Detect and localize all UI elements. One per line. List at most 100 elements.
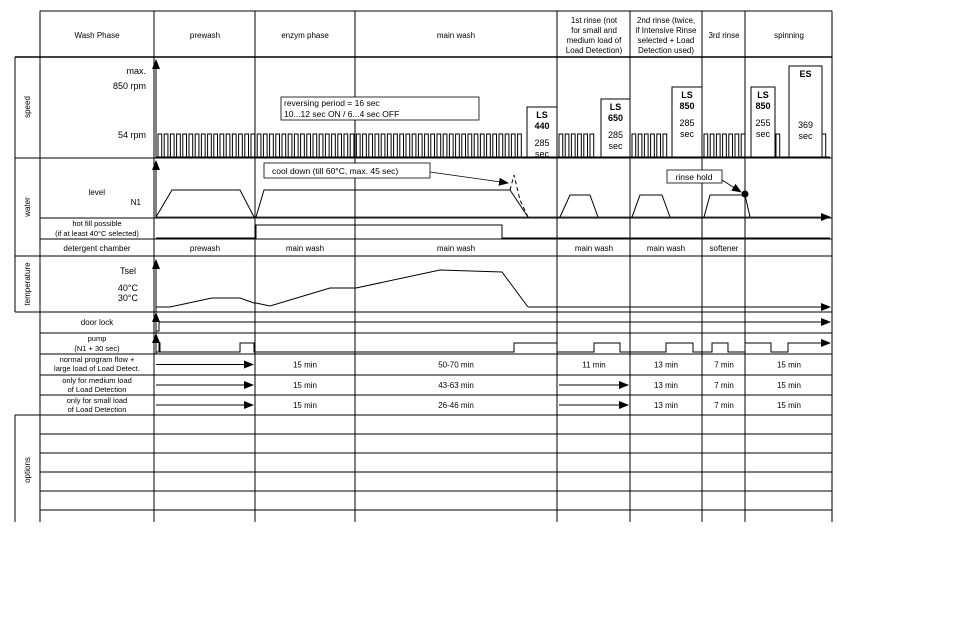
spin-box-text: LS	[536, 110, 548, 120]
phase-title-label: Wash Phase	[74, 31, 120, 40]
phase-title-rinse2: Detection used)	[638, 46, 694, 55]
water-fill-rinse1	[559, 194, 599, 218]
spin-box-ls850b	[750, 86, 776, 158]
detergent-value: main wash	[575, 244, 613, 253]
detergent-value: main wash	[286, 244, 324, 253]
spin-box-text: ES	[799, 69, 811, 79]
reversing-note-line1: reversing period = 16 sec	[284, 98, 380, 108]
spin-box-text: 255	[755, 118, 770, 128]
water-fill-rinse2	[631, 194, 671, 218]
water-n1-label: N1	[131, 198, 142, 207]
water-section: level N1 cool down (till 60°C, max. 45 s…	[55, 160, 831, 239]
temp-40c-label: 40°C	[118, 283, 139, 293]
pump-row: pump (N1 + 30 sec)	[74, 333, 831, 354]
detergent-label: detergent chamber	[63, 244, 130, 253]
spin-box-text: 850	[679, 101, 694, 111]
detergent-value: main wash	[437, 244, 475, 253]
section-label-speed: speed	[23, 96, 32, 118]
duration-rows: normal program flow +large load of Load …	[54, 355, 801, 414]
detergent-value: main wash	[647, 244, 685, 253]
reversing-note-line2: 10...12 sec ON / 6...4 sec OFF	[284, 109, 399, 119]
spin-box-text: 369	[798, 120, 813, 130]
temperature-section: Tsel 40°C 30°C	[118, 259, 831, 312]
duration-value: 15 min	[777, 381, 801, 390]
phase-title-rinse1: medium load of	[567, 36, 622, 45]
spin-box-text: sec	[798, 131, 813, 141]
phase-title-rinse2: 2nd rinse (twice,	[637, 16, 695, 25]
cooldown-note-box	[263, 162, 431, 179]
duration-value: 7 min	[714, 381, 734, 390]
duration-row-label: large load of Load Detect.	[54, 364, 140, 373]
speed-850rpm-label: 850 rpm	[113, 81, 146, 91]
speed-section: max. 850 rpm 54 rpm reversing period = 1…	[113, 59, 830, 159]
reversing-note-box	[280, 96, 480, 121]
pump-label-line2: (N1 + 30 sec)	[74, 344, 120, 353]
duration-row-label: of Load Detection	[68, 385, 127, 394]
duration-value: 13 min	[654, 381, 678, 390]
water-cooldown-dashed	[509, 174, 529, 218]
water-level-label: level	[89, 188, 106, 197]
pump-signal	[156, 339, 831, 353]
speed-max-label: max.	[126, 66, 146, 76]
hot-fill-label-line1: hot fill possible	[72, 219, 121, 228]
spin-box-text: sec	[680, 129, 695, 139]
spin-box-text: sec	[756, 129, 771, 139]
water-fill-prewash	[155, 189, 255, 218]
duration-value: 11 min	[582, 361, 605, 370]
cooldown-note: cool down (till 60°C, max. 45 sec)	[272, 166, 398, 176]
duration-value: 15 min	[293, 361, 317, 370]
table-grid	[14, 10, 833, 522]
spin-box-ls650	[600, 98, 631, 158]
reversing-waveform	[157, 133, 829, 158]
duration-value: 15 min	[777, 401, 801, 410]
phase-title-rinse3: 3rd rinse	[708, 31, 740, 40]
temp-30c-label: 30°C	[118, 293, 139, 303]
phase-title-rinse1: 1st rinse (not	[571, 16, 618, 25]
section-label-water: water	[23, 197, 32, 218]
rinse-hold-point	[741, 190, 749, 198]
spin-box-text: LS	[681, 90, 693, 100]
duration-value: 50-70 min	[438, 361, 474, 370]
door-lock-signal	[156, 318, 831, 332]
pump-label-line1: pump	[88, 334, 107, 343]
hot-fill-label-line2: (if at least 40°C selected)	[55, 229, 139, 238]
phase-title-enzym: enzym phase	[281, 31, 329, 40]
duration-value: 43-63 min	[438, 381, 474, 390]
duration-value: 7 min	[714, 361, 734, 370]
phase-title-rinse1: Load Detection)	[566, 46, 623, 55]
duration-value: 13 min	[654, 401, 678, 410]
spin-box-ls440	[526, 106, 558, 158]
phase-title-rinse1: for small and	[571, 26, 617, 35]
duration-row-label: normal program flow +	[60, 355, 135, 364]
duration-value: 15 min	[293, 401, 317, 410]
spin-box-text: 285	[608, 130, 623, 140]
phase-title-mainwash: main wash	[437, 31, 475, 40]
detergent-value: softener	[710, 244, 739, 253]
duration-value: 15 min	[293, 381, 317, 390]
detergent-chamber-row: detergent chamber prewash main wash main w…	[63, 244, 738, 253]
rinse-hold-note: rinse hold	[676, 172, 713, 182]
rinse-hold-box	[666, 169, 723, 184]
temp-curve	[156, 269, 529, 308]
phase-title-prewash: prewash	[190, 31, 220, 40]
hot-fill-indicator	[156, 224, 830, 239]
door-lock-row: door lock	[81, 312, 831, 333]
spin-box-text: sec	[535, 149, 550, 159]
spin-box-text: LS	[610, 102, 622, 112]
door-lock-label: door lock	[81, 318, 114, 327]
detergent-value: prewash	[190, 244, 220, 253]
spin-box-es	[788, 65, 823, 158]
phase-title-rinse2: selected + Load	[638, 36, 695, 45]
spin-box-text: 285	[679, 118, 694, 128]
section-label-options: options	[23, 457, 32, 483]
duration-row-label: only for medium load	[62, 376, 132, 385]
phase-header-row: Wash Phase prewash enzym phase main wash 1st…	[74, 16, 803, 55]
spin-box-ls850a	[671, 86, 703, 158]
speed-54rpm-label: 54 rpm	[118, 130, 146, 140]
water-fill-rinse3	[703, 194, 751, 218]
temp-tsel-label: Tsel	[120, 266, 136, 276]
duration-value: 7 min	[714, 401, 734, 410]
duration-value: 26-46 min	[438, 401, 474, 410]
spin-box-text: 285	[534, 138, 549, 148]
